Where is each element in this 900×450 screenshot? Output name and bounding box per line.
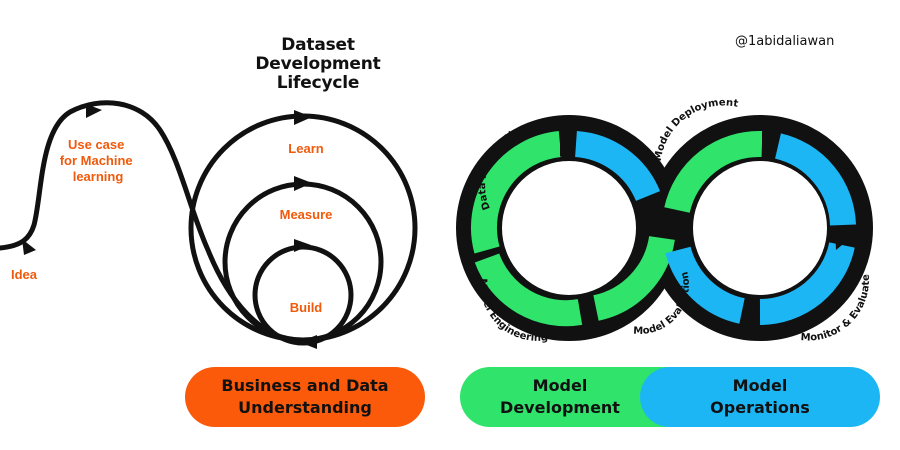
operations-pill-line-1: Model <box>732 376 788 395</box>
idea-arrow-icon <box>22 239 36 255</box>
infinity-loop: Data Preparation Plan Model Engineering … <box>456 97 873 344</box>
operations-pill-line-2: Operations <box>710 398 810 417</box>
segment-monitor-evaluate <box>759 241 855 325</box>
segment-crossover <box>665 246 746 324</box>
learn-arrow-icon <box>294 110 312 125</box>
idea-label: Idea <box>11 267 38 282</box>
chevron-icon <box>560 131 574 157</box>
business-pill-line-2: Understanding <box>238 398 372 417</box>
chevron-icon <box>835 228 848 250</box>
build-arrow-icon <box>294 239 311 252</box>
title-line-3: Lifecycle <box>276 73 360 93</box>
development-pill-line-1: Model <box>532 376 588 395</box>
chevron-icon <box>762 131 776 157</box>
segment-operations <box>774 133 856 226</box>
usecase-line-3: learning <box>73 169 124 184</box>
learn-label: Learn <box>288 141 323 156</box>
segment-model-engineering <box>474 253 583 327</box>
measure-label: Measure <box>280 207 333 222</box>
business-understanding-pill: Business and Data Understanding <box>185 367 425 427</box>
development-pill-line-2: Development <box>500 398 620 417</box>
usecase-line-2: for Machine <box>60 153 133 168</box>
usecase-line-1: Use case <box>68 137 124 152</box>
title-line-2: Development <box>255 54 381 74</box>
build-label: Build <box>290 300 323 315</box>
usecase-label: Use case for Machine learning <box>60 137 137 184</box>
model-operations-pill: Model Operations <box>640 367 880 427</box>
measure-loop <box>222 176 384 343</box>
segment-model-evaluation <box>592 235 675 321</box>
chevron-icon <box>579 306 592 324</box>
measure-arrow-icon <box>294 176 312 191</box>
return-arrow-icon <box>299 335 317 349</box>
author-handle: @1abidaliawan <box>735 34 835 49</box>
segment-data-preparation <box>470 131 562 254</box>
title-line-1: Dataset <box>281 35 355 55</box>
business-pill-line-1: Business and Data <box>221 376 389 395</box>
idea-path <box>0 100 303 345</box>
build-loop <box>252 239 354 346</box>
segment-model-deployment <box>664 130 763 214</box>
usecase-arrow-icon <box>86 104 102 118</box>
segment-plan <box>574 131 661 202</box>
diagram-title: Dataset Development Lifecycle <box>218 36 418 93</box>
